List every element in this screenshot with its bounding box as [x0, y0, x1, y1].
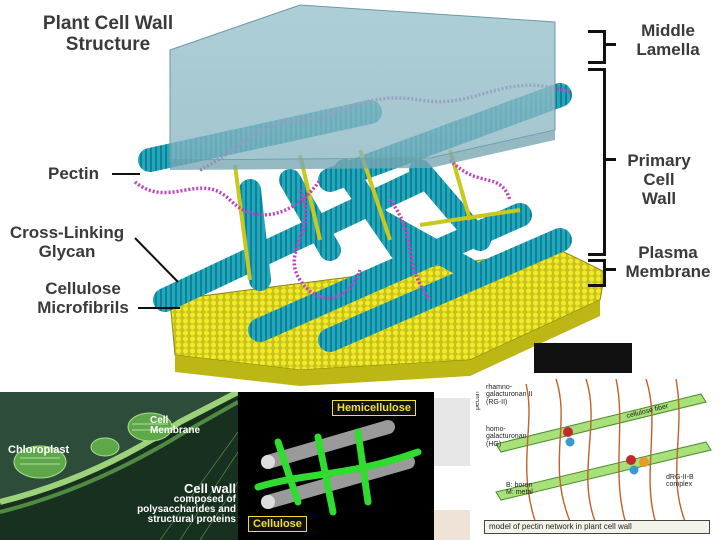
grey-divider-strip [434, 398, 470, 466]
pectin-label: Pectin [48, 165, 99, 182]
cellulose-microfibrils-label: Cellulose Microfibrils [26, 280, 140, 316]
primary-cell-wall-label: Primary Cell Wall [618, 152, 700, 207]
pectin-network-panel: pectin rhamno- galacturonan II (RG-II) h… [476, 374, 720, 540]
cell-wall-composition-label: Cell wall composed of polysaccharides an… [118, 482, 236, 525]
pectin-side-label: pectin [476, 391, 481, 410]
hemicellulose-tag: Hemicellulose [332, 400, 416, 416]
title-line-2: Structure [28, 35, 188, 54]
cell-membrane-label: Cell Membrane [150, 416, 200, 436]
middle-lamella-label: Middle Lamella [618, 22, 718, 58]
rhamno-label: rhamno- galacturonan II (RG-II) [486, 384, 532, 406]
cell-wall-illustration-panel: Chloroplast Cell Membrane Cell wall comp… [0, 392, 238, 540]
middle-lamella-tick [604, 43, 616, 46]
primary-wall-tick [604, 158, 616, 161]
beige-divider-strip [434, 510, 470, 540]
cross-linking-glycan-label: Cross-Linking Glycan [0, 224, 134, 260]
chloroplast-label: Chloroplast [8, 445, 69, 456]
cellulose-tag: Cellulose [248, 516, 307, 532]
diagram-title: Plant Cell Wall Structure [28, 14, 188, 54]
plasma-membrane-tick [604, 268, 616, 271]
middle-lamella-bracket [588, 30, 606, 64]
primary-wall-bracket [588, 68, 606, 256]
boron-metal-legend: B: boron M: metal [506, 482, 533, 497]
hemicellulose-panel: Hemicellulose Cellulose [238, 392, 434, 540]
homo-label: homo- galacturonan (HG) [486, 426, 526, 448]
complex-label: dRG-II-B complex [666, 474, 694, 489]
plasma-membrane-bracket [588, 259, 606, 287]
title-line-1: Plant Cell Wall [28, 14, 188, 33]
black-box [534, 343, 632, 373]
plasma-membrane-label: Plasma Membrane [618, 244, 718, 280]
pectin-network-caption: model of pectin network in plant cell wa… [484, 520, 710, 534]
middle-lamella-layer [170, 5, 555, 170]
glycan-pointer [135, 238, 178, 282]
